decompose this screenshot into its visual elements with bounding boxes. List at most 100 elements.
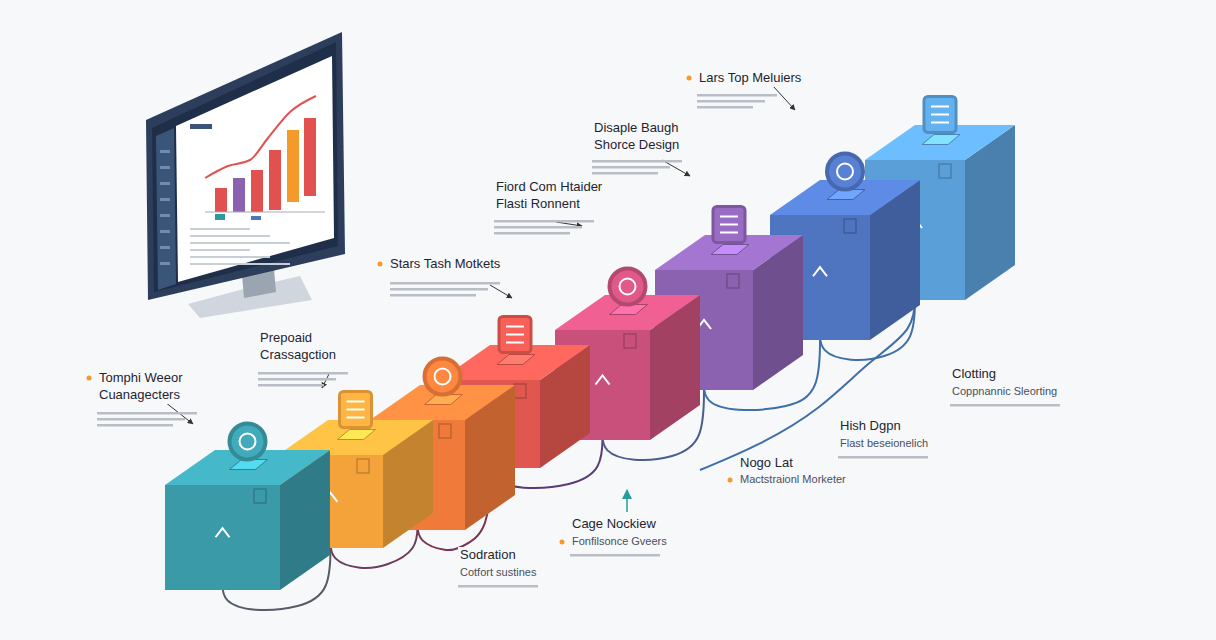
callout-label: Hish Dgpn bbox=[838, 418, 903, 435]
screen-text-line bbox=[190, 242, 290, 244]
icon-stripe bbox=[347, 401, 365, 403]
chart-bar bbox=[304, 118, 316, 196]
callout-label: Disaple Baugh Shorce Design bbox=[592, 120, 706, 154]
detail-line bbox=[390, 288, 488, 291]
icon-ring bbox=[610, 269, 646, 305]
detail-line bbox=[950, 404, 1060, 407]
detail-line bbox=[838, 456, 928, 459]
leader-line bbox=[556, 222, 582, 226]
detail-line bbox=[390, 282, 500, 285]
icon-core bbox=[837, 164, 853, 180]
icon-stripe bbox=[931, 106, 949, 108]
callout-label: Stars Tash Motkets bbox=[388, 256, 502, 273]
detail-line bbox=[494, 220, 594, 223]
monitor-frame bbox=[152, 42, 338, 292]
detail-line bbox=[494, 232, 570, 235]
icon-stripe bbox=[720, 224, 738, 226]
icon-stripe bbox=[347, 417, 365, 419]
detail-line bbox=[97, 412, 197, 415]
sidebar-item bbox=[160, 246, 170, 249]
screen-text-line bbox=[190, 249, 250, 251]
chevron-mark bbox=[813, 267, 827, 276]
leader-line bbox=[490, 285, 512, 298]
chevron-mark bbox=[596, 376, 610, 385]
sub-label: Flast beseionelich bbox=[838, 436, 930, 450]
detail-line bbox=[697, 100, 765, 103]
icon-core bbox=[620, 279, 636, 295]
sidebar-item bbox=[160, 166, 170, 169]
detail-line bbox=[97, 418, 185, 421]
icon-stripe bbox=[347, 409, 365, 411]
callout-label: Nogo Lat bbox=[738, 455, 795, 472]
clip-tab bbox=[357, 459, 369, 473]
icon-stripe bbox=[506, 342, 524, 344]
monitor-bezel bbox=[146, 32, 345, 300]
detail-line bbox=[570, 554, 660, 557]
leader-line bbox=[626, 490, 628, 512]
callout-label: Fiord Com Htaider Flasti Ronnent bbox=[494, 179, 623, 213]
icon-stripe bbox=[931, 122, 949, 124]
icon-stripe bbox=[720, 232, 738, 234]
callout-label: Prepoaid Crassagction bbox=[258, 330, 362, 364]
chart-axis bbox=[205, 212, 325, 213]
chart-bar bbox=[251, 216, 261, 220]
clip-tab bbox=[254, 489, 266, 503]
detail-line bbox=[697, 94, 777, 97]
monitor bbox=[146, 32, 345, 318]
icon-plinth bbox=[338, 430, 376, 440]
icon-block bbox=[924, 97, 956, 133]
callout-label: Lars Top Meluiers bbox=[697, 70, 803, 87]
icon-stripe bbox=[720, 216, 738, 218]
step-box bbox=[165, 424, 330, 591]
bullet-dot bbox=[378, 262, 383, 267]
icon-plinth bbox=[922, 135, 960, 145]
detail-line bbox=[258, 384, 324, 387]
sub-label: Coppnannic Sleorting bbox=[950, 384, 1059, 398]
box-front bbox=[165, 485, 280, 590]
bullet-dot bbox=[687, 76, 692, 81]
chart-line bbox=[205, 96, 316, 178]
screen-text-line bbox=[190, 256, 270, 258]
leaders bbox=[165, 86, 795, 512]
sub-label: Mactstraionl Morketer bbox=[738, 472, 848, 486]
icon-block bbox=[340, 392, 372, 428]
callout-label: Sodration bbox=[458, 547, 518, 564]
sidebar-item bbox=[160, 198, 170, 201]
detail-line bbox=[458, 585, 538, 588]
chart-bar bbox=[287, 130, 299, 202]
clip-tab bbox=[727, 274, 739, 288]
clip-tab bbox=[439, 424, 451, 438]
bullet-dot bbox=[728, 478, 733, 483]
detail-line bbox=[494, 226, 582, 229]
callout-label: Cage Nockiew bbox=[570, 516, 658, 533]
chart-bar bbox=[251, 170, 263, 212]
callout-label: Clotting bbox=[950, 366, 998, 383]
bullet-dot bbox=[87, 376, 92, 381]
detail-line bbox=[697, 106, 753, 109]
clip-tab bbox=[514, 384, 526, 398]
detail-line bbox=[592, 160, 682, 163]
clip-tab bbox=[844, 219, 856, 233]
screen-text-line bbox=[190, 228, 250, 230]
chevron-mark bbox=[216, 528, 230, 537]
callout-label: Tomphi Weeor Cuanagecters bbox=[97, 370, 216, 404]
sidebar-item bbox=[160, 182, 170, 185]
detail-line bbox=[97, 424, 173, 427]
sidebar-item bbox=[160, 214, 170, 217]
chart-bar bbox=[233, 178, 245, 212]
icon-stripe bbox=[506, 334, 524, 336]
monitor-screen bbox=[176, 56, 334, 282]
icon-stripe bbox=[506, 326, 524, 328]
monitor-sidebar bbox=[156, 128, 176, 290]
icon-ring bbox=[425, 359, 461, 395]
screen-text-line bbox=[190, 263, 290, 265]
screen-text-line bbox=[190, 235, 270, 237]
detail-line bbox=[258, 378, 336, 381]
chart-bar bbox=[215, 214, 225, 220]
detail-line bbox=[258, 372, 348, 375]
sub-label: Fonfilsonce Gveers bbox=[570, 534, 669, 548]
sidebar-item bbox=[160, 230, 170, 233]
icon-block bbox=[713, 207, 745, 243]
